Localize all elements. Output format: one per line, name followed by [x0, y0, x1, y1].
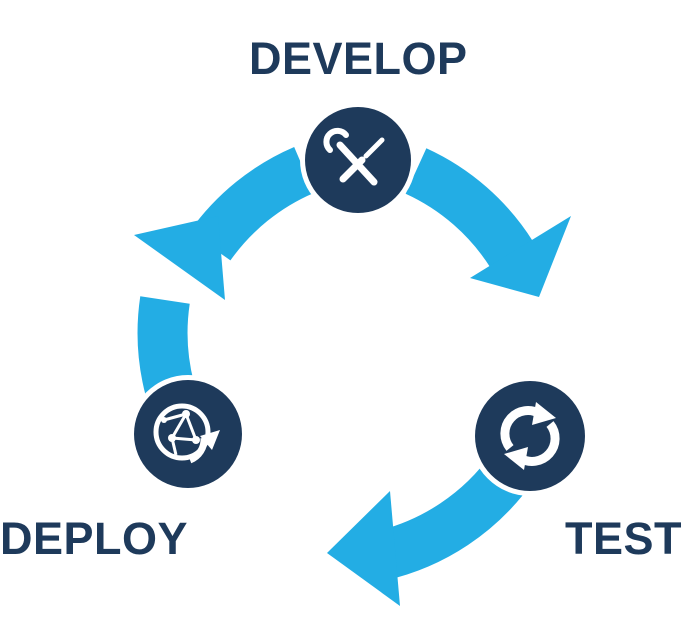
arrowhead-to-develop [134, 216, 225, 300]
tools-icon [323, 127, 385, 186]
arrowhead-to-deploy [327, 491, 400, 606]
stage-label-develop: DEVELOP [249, 33, 468, 84]
stage-label-deploy: DEPLOY [0, 513, 189, 564]
arrowhead-to-test [470, 216, 571, 297]
node-deploy [129, 375, 247, 493]
arrowheads [134, 216, 571, 606]
ring-arc-develop-to-test [405, 148, 534, 269]
node-develop [300, 102, 416, 218]
stage-label-test: TEST [565, 513, 683, 564]
node-test [470, 376, 590, 496]
globe-network-icon [153, 403, 220, 464]
refresh-arrows-icon [500, 402, 560, 470]
ring-arc-left-upper [189, 147, 315, 261]
